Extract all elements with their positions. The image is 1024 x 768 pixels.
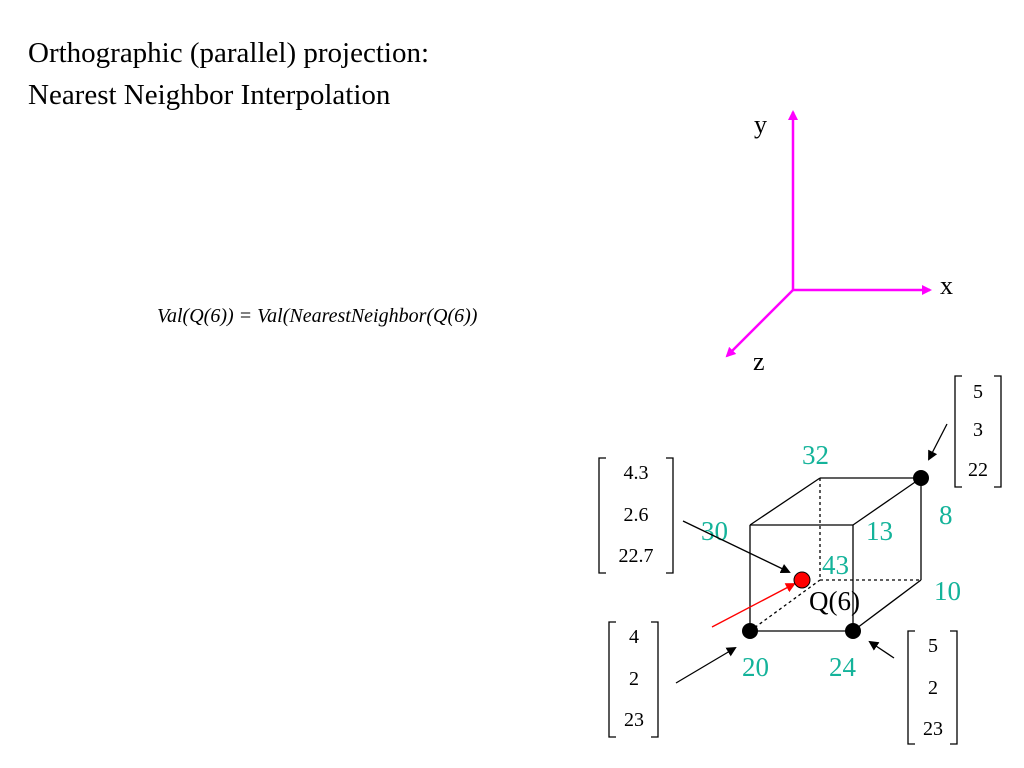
- z-axis-label: z: [753, 347, 765, 376]
- cube: [749, 477, 922, 632]
- vector-bottom-left-2: 2: [629, 668, 639, 690]
- value-8: 8: [939, 500, 953, 530]
- title-line-1: Orthographic (parallel) projection:: [28, 37, 430, 69]
- vertex-bottom-left: [742, 623, 758, 639]
- vertex-bottom-right: [845, 623, 861, 639]
- x-axis-label: x: [940, 271, 953, 300]
- value-43: 43: [822, 550, 849, 580]
- y-axis-label: y: [754, 110, 767, 139]
- vector-bottom-left-3: 23: [624, 709, 644, 731]
- arrow-top-right: [928, 423, 948, 461]
- vector-bottom-right: 5 2 23: [907, 630, 958, 745]
- formula: Val(Q(6)) = Val(NearestNeighbor(Q(6)): [157, 305, 478, 327]
- vector-bottom-right-1: 5: [928, 635, 938, 657]
- vector-bottom-left-1: 4: [629, 626, 639, 648]
- query-label: Q(6): [809, 586, 860, 616]
- z-axis: [725, 289, 794, 358]
- vector-bottom-right-2: 2: [928, 677, 938, 699]
- query-point: [793, 571, 811, 589]
- value-24: 24: [829, 652, 857, 682]
- projection-ray: [711, 583, 796, 628]
- value-10: 10: [934, 576, 961, 606]
- arrow-bottom-right: [868, 640, 895, 659]
- vector-query-1: 4.3: [624, 462, 649, 484]
- arrow-bottom-left: [675, 646, 737, 684]
- vertex-top-right: [913, 470, 929, 486]
- vector-top-right-2: 3: [973, 419, 983, 441]
- value-13: 13: [866, 516, 893, 546]
- vertex-values: 32 8 30 13 43 10 20 24: [701, 440, 961, 682]
- value-20: 20: [742, 652, 769, 682]
- vector-bottom-left: 4 2 23: [608, 621, 659, 738]
- vector-top-right: 5 3 22: [954, 375, 1002, 488]
- vector-bottom-right-3: 23: [923, 718, 943, 740]
- vector-query-3: 22.7: [619, 545, 654, 567]
- axes: y x z: [725, 110, 953, 376]
- vector-query-2: 2.6: [624, 504, 649, 526]
- vector-top-right-3: 22: [968, 459, 988, 481]
- vector-query: 4.3 2.6 22.7: [598, 457, 674, 574]
- title-line-2: Nearest Neighbor Interpolation: [28, 79, 391, 111]
- arrow-query: [682, 520, 791, 574]
- vector-top-right-1: 5: [973, 381, 983, 403]
- value-32: 32: [802, 440, 829, 470]
